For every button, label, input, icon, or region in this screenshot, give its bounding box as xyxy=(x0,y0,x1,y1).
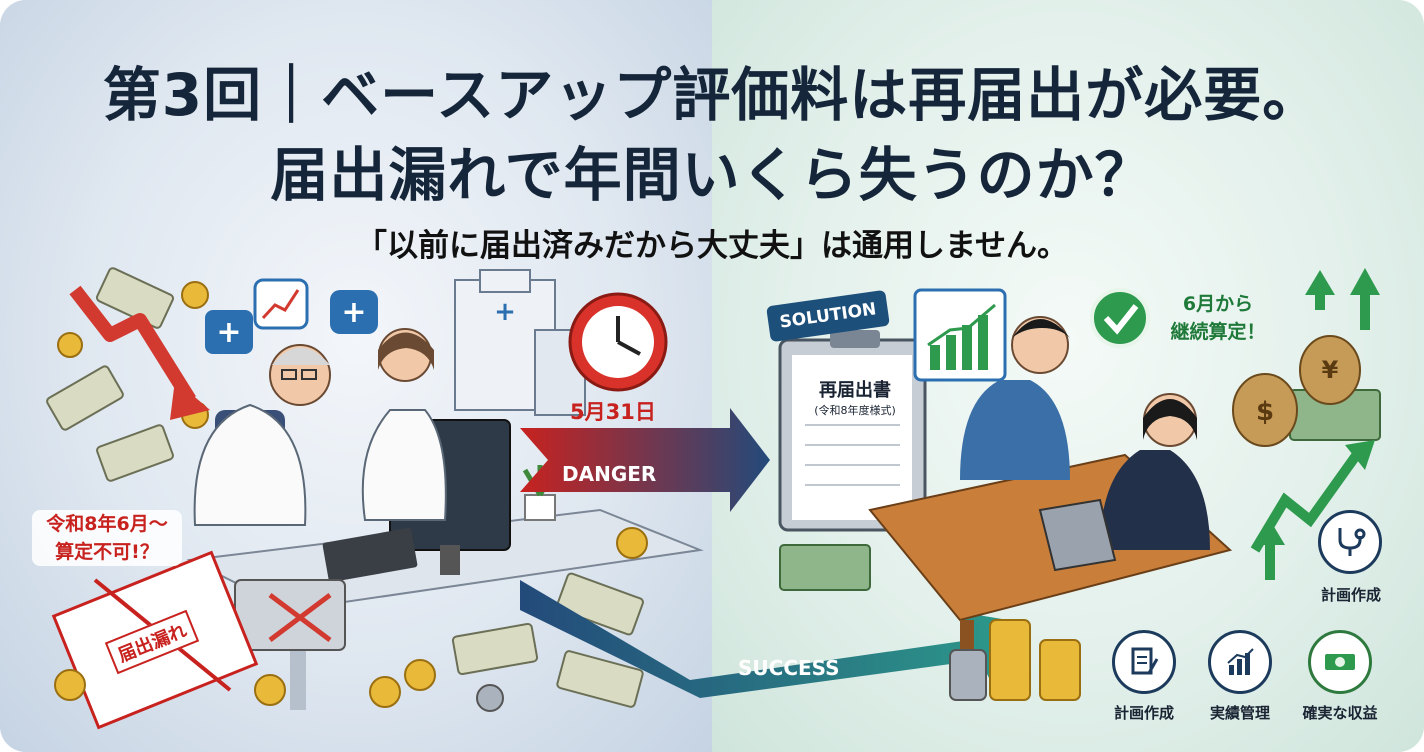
svg-text:+: + xyxy=(341,295,366,330)
deadline-date: 5月31日 xyxy=(570,400,656,424)
worried-doctor-icon xyxy=(193,344,331,526)
money-icon xyxy=(1308,630,1372,694)
feature-label-1: 計画作成 xyxy=(1320,586,1381,604)
worried-nurse-icon xyxy=(361,328,447,521)
alarm-clock-icon xyxy=(568,292,668,392)
hospital-building-icon: + xyxy=(454,269,586,416)
clipboard-form-icon xyxy=(778,330,927,532)
success-arrow-label: SUCCESS xyxy=(738,656,840,680)
feature-label-3: 実績管理 xyxy=(1209,704,1270,722)
document-pen-icon xyxy=(1112,630,1176,694)
svg-text:¥: ¥ xyxy=(1322,356,1339,384)
office-worker-icon xyxy=(1100,393,1210,550)
scene-illustration: + + + xyxy=(46,267,1381,730)
svg-text:+: + xyxy=(216,315,241,350)
danger-arrow xyxy=(520,408,770,512)
svg-text:+: + xyxy=(494,297,516,327)
subtitle: 「以前に届出済みだから大丈夫」は通用しません。 xyxy=(355,228,1069,264)
growth-chart-icon xyxy=(913,288,1007,382)
feature-label-2: 計画作成 xyxy=(1113,704,1174,722)
success-arrow xyxy=(520,580,1020,698)
stethoscope-icon xyxy=(1318,510,1382,574)
form-title: 再届出書 xyxy=(819,380,891,401)
form-subtitle: (令和8年度様式) xyxy=(814,404,896,417)
danger-arrow-label: DANGER xyxy=(562,462,657,486)
title-line-2: 届出漏れで年間いくら失うのか？ xyxy=(270,141,1154,209)
svg-text:$: $ xyxy=(1256,397,1274,427)
staff-member-icon xyxy=(960,316,1070,480)
title-line-1: 第3回｜ベースアップ評価料は再届出が必要。 xyxy=(102,61,1322,129)
feature-label-4: 確実な収益 xyxy=(1302,704,1378,722)
check-badge-icon xyxy=(1090,288,1150,348)
warning-label: 令和8年6月〜 算定不可!？ xyxy=(32,510,182,566)
continued-billing-label: 6月から 継続算定！ xyxy=(1170,293,1266,343)
bar-chart-icon xyxy=(1208,630,1272,694)
down-trend-arrow xyxy=(69,285,196,404)
falling-money-icon xyxy=(46,267,209,482)
